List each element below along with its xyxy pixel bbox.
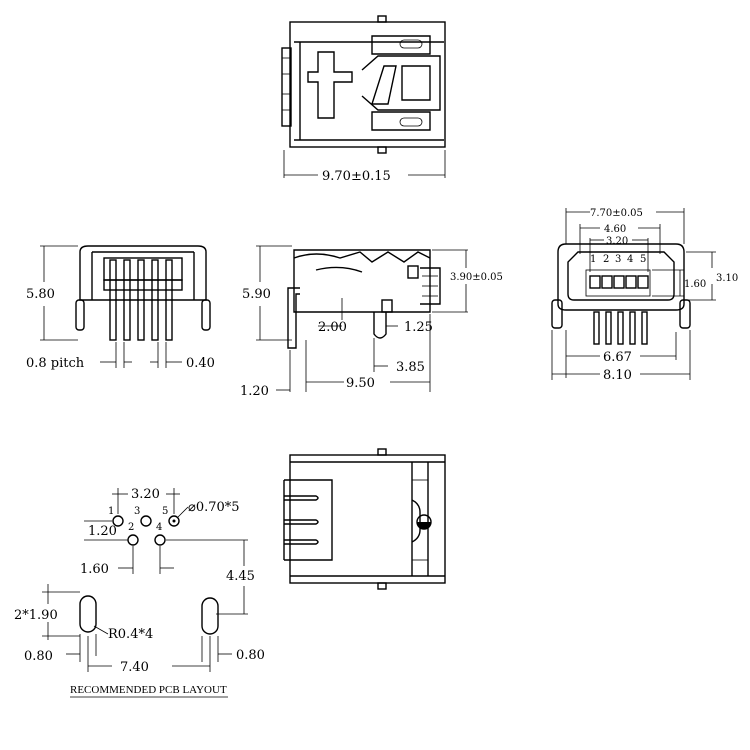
pcb-dim-1-20: 1.20 [88,524,117,539]
pcb-dim-0-80-left: 0.80 [24,649,53,664]
end-dim-6-67: 6.67 [603,350,632,365]
pcb-dim-4-45: 4.45 [226,569,255,584]
pcb-layout: 1 2 3 4 5 3.20 ⌀0.70*5 1.20 1.60 4.45 2*… [14,487,265,698]
top-width-dim: 9.70±0.15 [322,169,391,184]
side-height-dim: 5.90 [242,287,271,302]
pin-width-dim: 0.40 [186,356,215,371]
end-dim-4-60: 4.60 [604,224,626,235]
pcb-pin-4: 4 [156,522,162,533]
dim-3-85: 3.85 [396,360,425,375]
bottom-view [283,448,446,590]
pcb-caption: RECOMMENDED PCB LAYOUT [70,684,227,696]
pcb-dim-2x1-90: 2*1.90 [14,608,58,623]
end-view: 1 2 3 4 5 7.70±0.05 4.60 3.20 3.10 1.60 … [551,208,738,383]
pcb-dim-3-20: 3.20 [131,487,160,502]
end-pin-5: 5 [640,254,646,265]
dim-1-25: 1.25 [404,320,433,335]
end-dim-3-20: 3.20 [606,236,628,247]
pitch-label: 0.8 pitch [26,356,85,371]
end-pin-3: 3 [615,254,621,265]
side-height-small-dim: 3.90±0.05 [450,272,503,283]
end-dim-3-10: 3.10 [716,273,738,284]
front-view: 5.80 0.8 pitch 0.40 [26,245,215,371]
pcb-pin-5: 5 [162,506,168,517]
pcb-pin-3: 3 [134,506,140,517]
end-pin-2: 2 [603,254,609,265]
dim-1-20: 1.20 [240,384,269,399]
end-dim-1-60: 1.60 [684,279,706,290]
dim-2-00: 2.00 [318,320,347,335]
pcb-pin-2: 2 [128,522,134,533]
end-pin-4: 4 [627,254,633,265]
end-dim-7-70: 7.70±0.05 [590,208,643,219]
pcb-pin-1: 1 [108,506,114,517]
pcb-dim-7-40: 7.40 [120,660,149,675]
dim-9-50: 9.50 [346,376,375,391]
end-dim-8-10: 8.10 [603,368,632,383]
pcb-radius-label: R0.4*4 [108,627,153,642]
side-view: 5.90 3.90±0.05 2.00 1.25 3.85 9.50 1.20 [240,245,503,399]
end-pin-1: 1 [590,254,596,265]
pcb-dim-1-60: 1.60 [80,562,109,577]
pcb-hole-dim: ⌀0.70*5 [188,500,240,515]
pcb-dim-0-80-right: 0.80 [236,648,265,663]
top-view: 9.70±0.15 [281,15,446,184]
front-height-dim: 5.80 [26,287,55,302]
